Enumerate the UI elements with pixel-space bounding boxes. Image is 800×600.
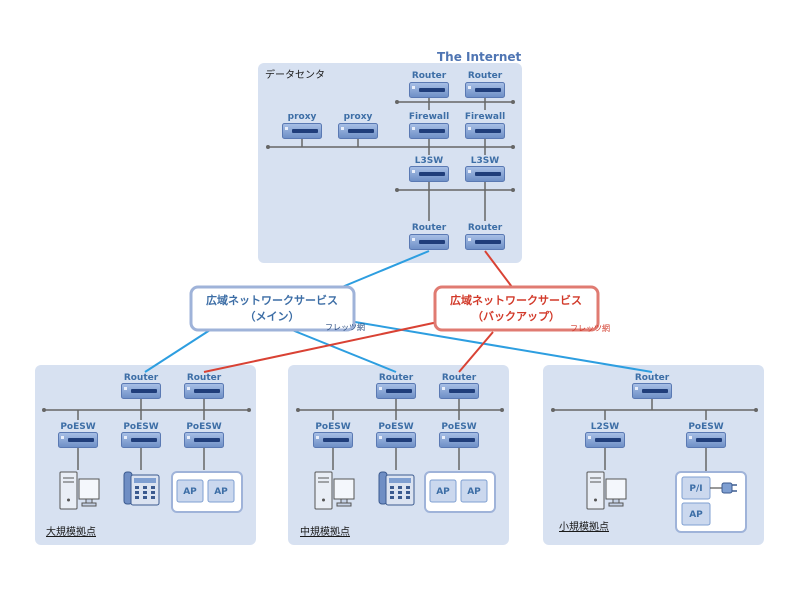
firewall-2 <box>465 123 505 139</box>
small-router <box>632 383 672 399</box>
wan-main-flets: フレッツ網 <box>325 322 365 332</box>
proxy-2 <box>338 123 378 139</box>
wan-main-line1: 広域ネットワークサービス <box>206 293 338 307</box>
dc-top-router-label-1: Router <box>412 71 447 81</box>
dc-bottom-router-label-1: Router <box>412 223 447 233</box>
large-site-label: 大規模拠点 <box>46 525 96 538</box>
bus-end <box>395 100 399 104</box>
main-wan-links <box>144 250 653 373</box>
bus-end <box>511 145 515 149</box>
large-poe-label-1: PoESW <box>60 422 95 432</box>
medium-phone-icon <box>378 471 415 506</box>
proxy-1 <box>282 123 322 139</box>
bus-end <box>42 408 46 412</box>
medium-site-label: 中規模拠点 <box>300 525 350 538</box>
large-phone-icon <box>123 471 160 506</box>
large-poe-label-3: PoESW <box>186 422 221 432</box>
backup-wan-links <box>203 250 513 373</box>
l3sw-label-2: L3SW <box>471 156 499 166</box>
wan-backup-flets: フレッツ網 <box>570 323 610 333</box>
small-poe-label: PoESW <box>688 422 723 432</box>
bus-end <box>551 408 555 412</box>
medium-poe-3 <box>439 432 479 448</box>
medium-router-1 <box>376 383 416 399</box>
large-ap-label-2: AP <box>214 487 228 497</box>
medium-poe-label-2: PoESW <box>378 422 413 432</box>
large-router-2 <box>184 383 224 399</box>
large-router-1 <box>121 383 161 399</box>
medium-ap-label-2: AP <box>467 487 481 497</box>
bus-end <box>266 145 270 149</box>
bus-end <box>511 100 515 104</box>
large-ap-label-1: AP <box>183 487 197 497</box>
wan-main-line2: （メイン） <box>245 310 300 323</box>
large-poe-3 <box>184 432 224 448</box>
medium-ap-1 <box>429 479 457 503</box>
dc-bottom-router-2 <box>465 234 505 250</box>
small-l2sw <box>585 432 625 448</box>
bus-end <box>511 188 515 192</box>
bus-end <box>247 408 251 412</box>
bus-end <box>296 408 300 412</box>
small-l2sw-label: L2SW <box>591 422 619 432</box>
medium-poe-2 <box>376 432 416 448</box>
power-plug-icon <box>721 482 737 494</box>
wan-backup-box <box>433 285 600 332</box>
large-poe-2 <box>121 432 161 448</box>
firewall-label-1: Firewall <box>409 112 449 122</box>
large-router-label-1: Router <box>124 373 159 383</box>
internet-label: The Internet <box>437 50 522 64</box>
bus-end <box>395 188 399 192</box>
proxy-label-1: proxy <box>288 112 317 122</box>
firewall-1 <box>409 123 449 139</box>
medium-router-label-2: Router <box>442 373 477 383</box>
large-ap-2 <box>207 479 235 503</box>
bus-end <box>754 408 758 412</box>
small-router-label: Router <box>635 373 670 383</box>
medium-ap-label-1: AP <box>436 487 450 497</box>
small-poe <box>686 432 726 448</box>
small-ap <box>681 502 711 526</box>
small-pc-icon <box>586 471 627 510</box>
medium-poe-1 <box>313 432 353 448</box>
dc-top-router-2 <box>465 82 505 98</box>
small-pi-label: P/I <box>689 484 702 494</box>
bus-end <box>500 408 504 412</box>
medium-poe-label-3: PoESW <box>441 422 476 432</box>
small-ap-label: AP <box>689 510 703 520</box>
datacenter-panel <box>258 63 522 263</box>
datacenter-label: データセンタ <box>265 68 325 81</box>
proxy-label-2: proxy <box>344 112 373 122</box>
large-pc-icon <box>59 471 100 510</box>
l3sw-label-1: L3SW <box>415 156 443 166</box>
firewall-label-2: Firewall <box>465 112 505 122</box>
medium-router-2 <box>439 383 479 399</box>
small-site-label: 小規模拠点 <box>559 520 609 533</box>
medium-ap-2 <box>460 479 488 503</box>
large-router-label-2: Router <box>187 373 222 383</box>
large-ap-1 <box>176 479 204 503</box>
dc-bottom-router-1 <box>409 234 449 250</box>
dc-bottom-router-label-2: Router <box>468 223 503 233</box>
large-poe-1 <box>58 432 98 448</box>
medium-poe-label-1: PoESW <box>315 422 350 432</box>
dc-top-router-1 <box>409 82 449 98</box>
wan-main-box <box>189 285 356 332</box>
medium-pc-icon <box>314 471 355 510</box>
l3sw-2 <box>465 166 505 182</box>
wan-backup-line2: （バックアップ） <box>472 309 560 323</box>
wan-backup-line1: 広域ネットワークサービス <box>450 293 582 307</box>
dc-top-router-label-2: Router <box>468 71 503 81</box>
l3sw-1 <box>409 166 449 182</box>
medium-router-label-1: Router <box>379 373 414 383</box>
large-poe-label-2: PoESW <box>123 422 158 432</box>
